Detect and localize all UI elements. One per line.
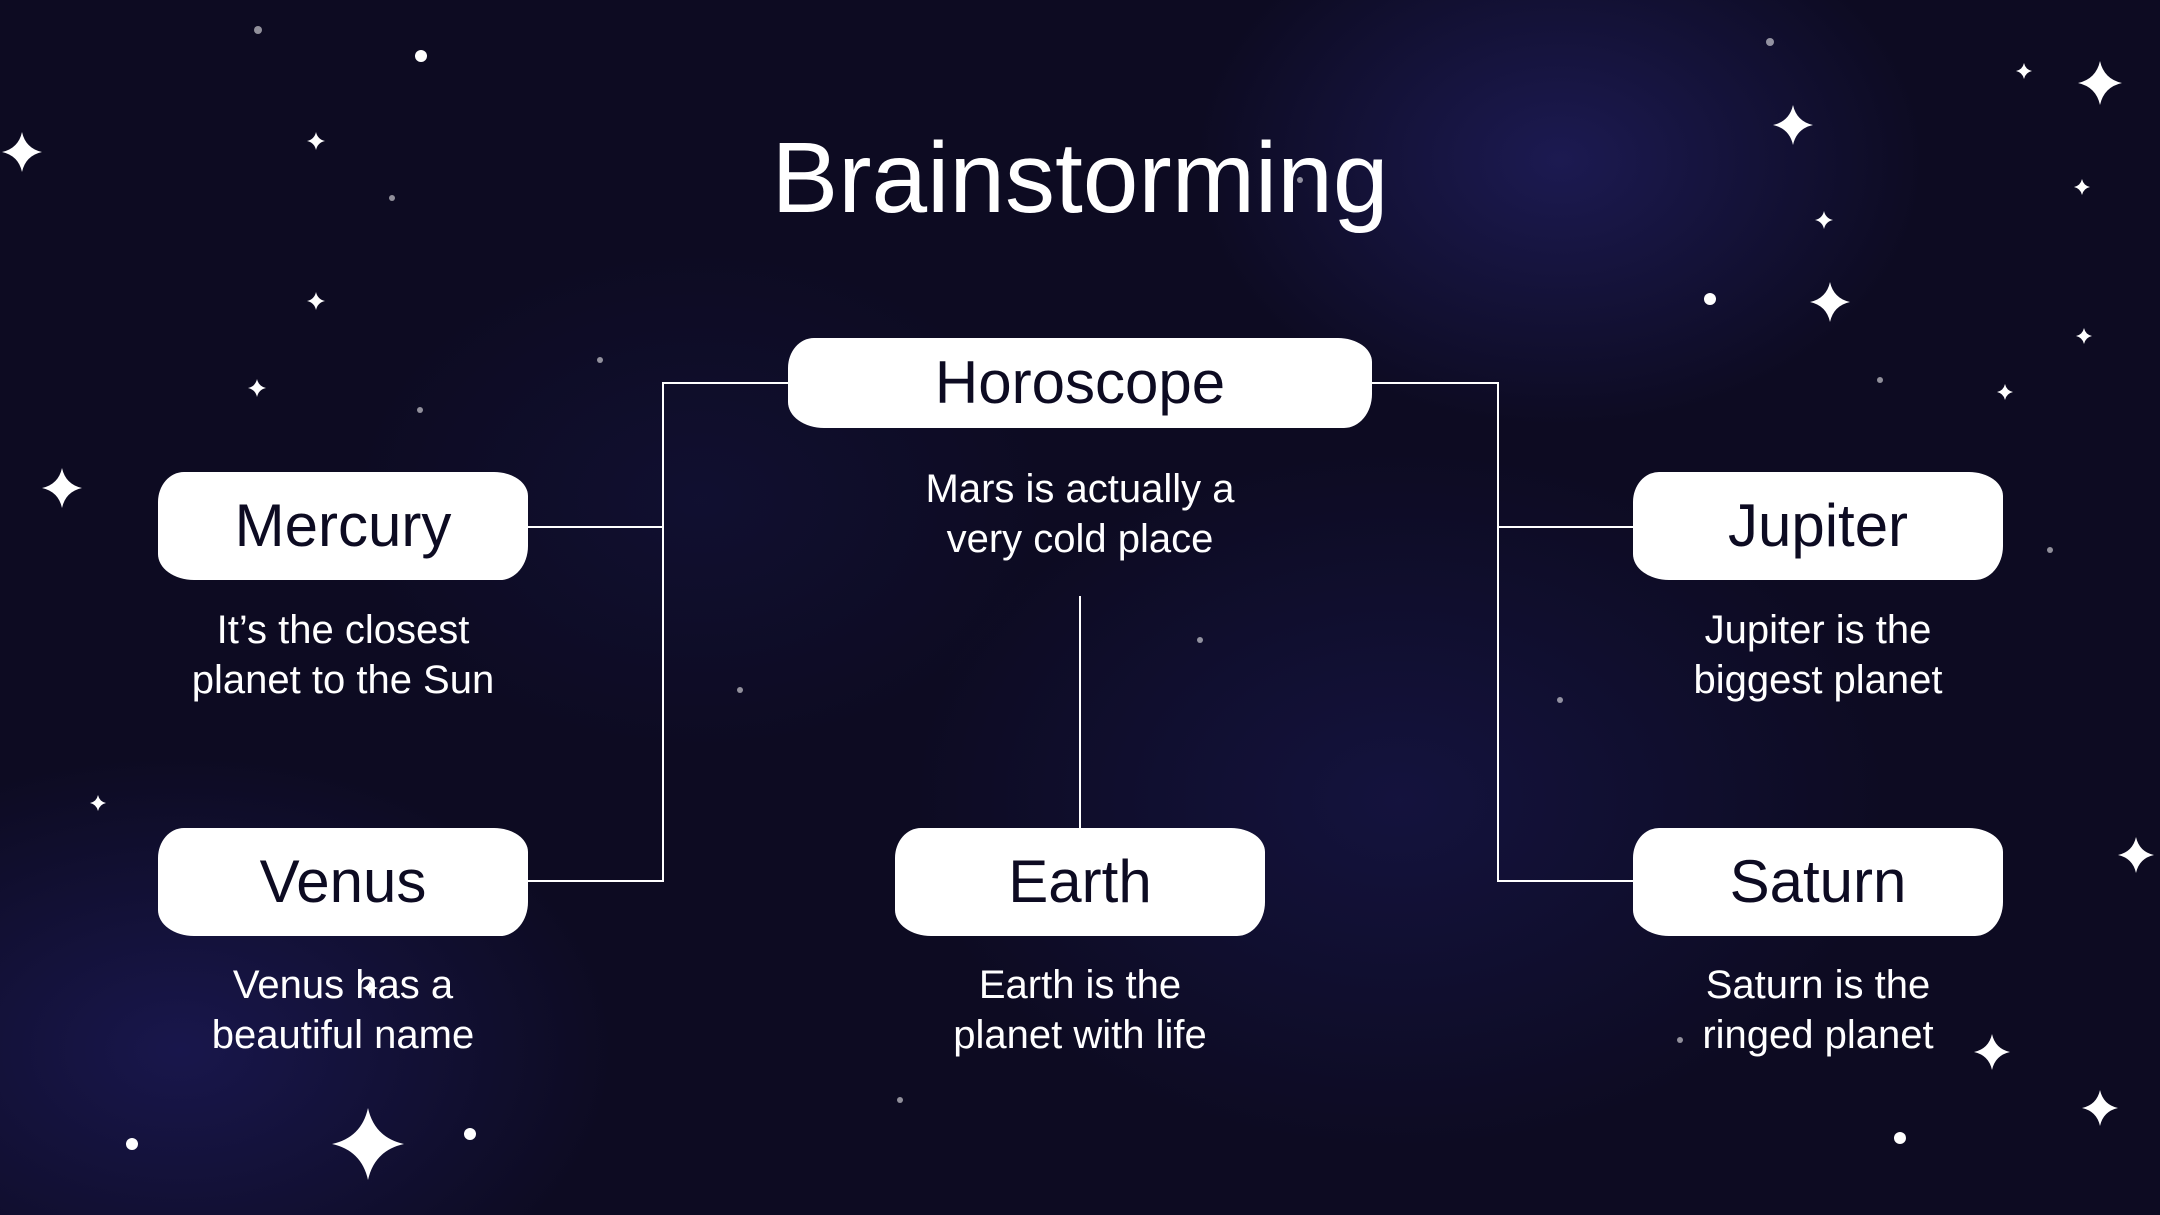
- star-dot-icon: [417, 407, 423, 413]
- node-jupiter-description: Jupiter is the biggest planet: [1693, 608, 1943, 702]
- star-dot-icon: [1894, 1132, 1906, 1144]
- node-venus: Venus: [158, 828, 528, 936]
- node-mercury-label: Mercury: [234, 492, 452, 559]
- star-dot-icon: [1766, 38, 1774, 46]
- connector-horoscope-mercury-venus: [528, 382, 788, 882]
- node-venus-label: Venus: [259, 848, 427, 915]
- sparkle-star-icon: [1974, 1034, 2010, 1070]
- node-venus-description: Venus has a beautiful name: [211, 963, 475, 1057]
- star-dot-icon: [1557, 697, 1563, 703]
- sparkle-star-icon: [42, 468, 82, 508]
- sparkle-star-icon: [2076, 328, 2092, 344]
- star-dot-icon: [897, 1097, 903, 1103]
- node-horoscope-description: Mars is actually a very cold place: [925, 467, 1235, 561]
- star-dot-icon: [464, 1128, 476, 1140]
- node-earth-label: Earth: [1008, 848, 1152, 915]
- star-dot-icon: [597, 357, 603, 363]
- sparkle-star-icon: [1997, 384, 2013, 400]
- sparkle-star-icon: [90, 795, 106, 811]
- star-dot-icon: [737, 687, 743, 693]
- node-earth: Earth: [895, 828, 1265, 936]
- star-dot-icon: [2047, 547, 2053, 553]
- node-jupiter-label: Jupiter: [1727, 492, 1909, 559]
- sparkle-star-icon: [2016, 63, 2032, 79]
- star-dot-icon: [415, 50, 427, 62]
- node-mercury-description: It’s the closest planet to the Sun: [191, 608, 495, 702]
- sparkle-star-icon: [1773, 105, 1813, 145]
- sparkle-star-icon: [1815, 211, 1833, 229]
- node-saturn-label: Saturn: [1729, 848, 1907, 915]
- connector-horoscope-jupiter-saturn: [1372, 382, 1633, 882]
- node-jupiter: Jupiter: [1633, 472, 2003, 580]
- sparkle-star-icon: [2082, 1090, 2118, 1126]
- sparkle-star-icon: [248, 379, 266, 397]
- star-dot-icon: [254, 26, 262, 34]
- star-dot-icon: [1704, 293, 1716, 305]
- node-horoscope-label: Horoscope: [934, 349, 1226, 416]
- sparkle-star-icon: [307, 292, 325, 310]
- node-mercury: Mercury: [158, 472, 528, 580]
- star-dot-icon: [126, 1138, 138, 1150]
- sparkle-star-icon: [362, 980, 378, 996]
- sparkle-star-icon: [332, 1108, 404, 1180]
- sparkle-star-icon: [2, 132, 42, 172]
- star-dot-icon: [1677, 1037, 1683, 1043]
- node-earth-description: Earth is the planet with life: [953, 963, 1207, 1057]
- node-saturn: Saturn: [1633, 828, 2003, 936]
- sparkle-star-icon: [2118, 837, 2154, 873]
- sparkle-star-icon: [2074, 179, 2090, 195]
- sparkle-star-icon: [1810, 282, 1850, 322]
- node-saturn-description: Saturn is the ringed planet: [1702, 963, 1934, 1057]
- star-dot-icon: [1297, 177, 1303, 183]
- page-title: Brainstorming: [771, 122, 1389, 234]
- node-horoscope: Horoscope: [788, 338, 1372, 428]
- star-dot-icon: [389, 195, 395, 201]
- sparkle-star-icon: [307, 132, 325, 150]
- star-dot-icon: [1197, 637, 1203, 643]
- star-dot-icon: [1877, 377, 1883, 383]
- sparkle-star-icon: [2078, 61, 2122, 105]
